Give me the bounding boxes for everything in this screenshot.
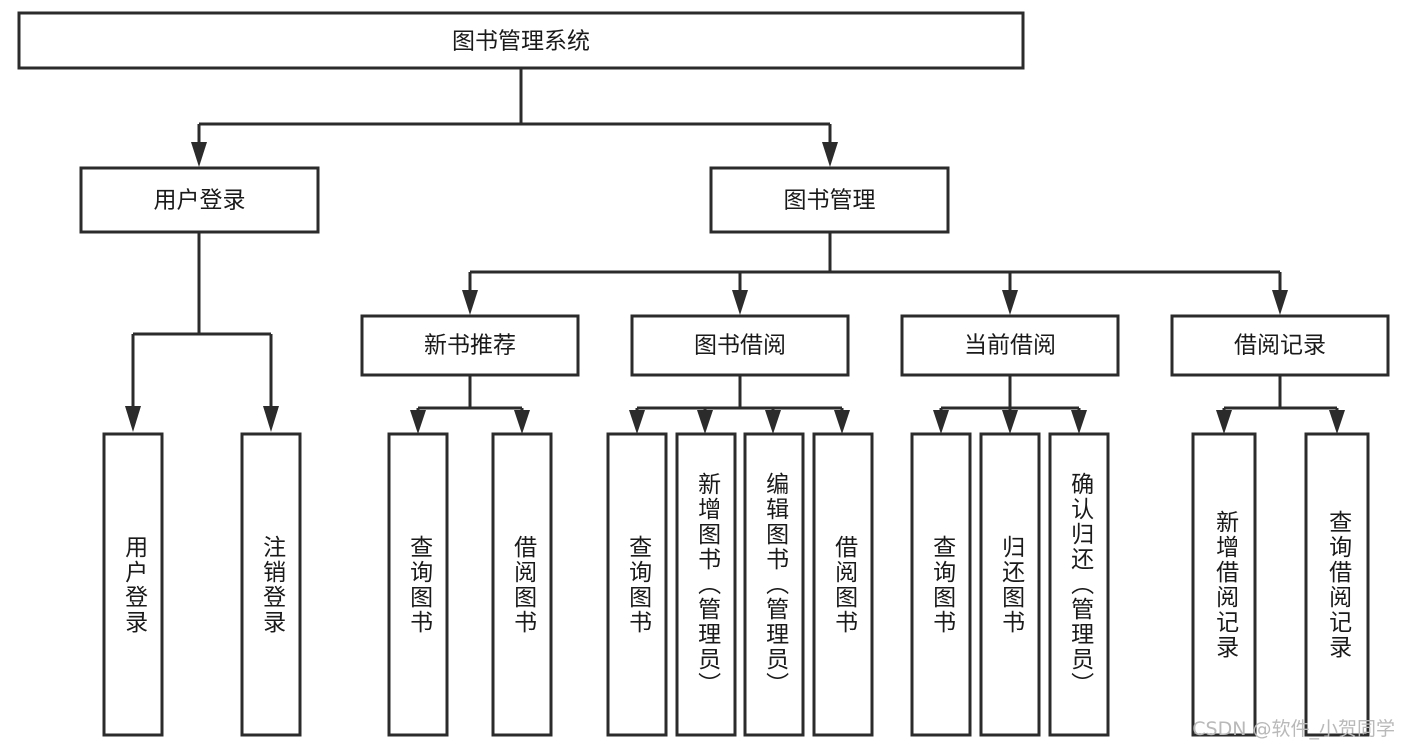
arrow-borrow-leaf4 (834, 410, 850, 434)
arrow-user-leaf1 (125, 406, 141, 432)
arrow-book-to-record (1272, 290, 1288, 315)
leaf-user-login-2[interactable] (240, 432, 302, 737)
node-book-management-label: 图书管理 (784, 188, 876, 214)
connector-group-borrow-record (1216, 375, 1345, 434)
leaf-book-borrow-4[interactable] (812, 432, 874, 737)
connector-group-user-login (125, 232, 279, 432)
node-user-login[interactable] (79, 166, 320, 234)
node-root[interactable] (17, 11, 1025, 70)
connector-group-book-borrow (629, 375, 850, 434)
leaf-borrow-record-2[interactable] (1304, 432, 1370, 737)
connector-group-root (191, 68, 838, 167)
arrow-book-to-new (462, 290, 478, 315)
leaf-new-book-2[interactable] (491, 432, 553, 737)
arrow-record-leaf1 (1216, 410, 1232, 434)
arrow-root-to-book (822, 142, 838, 167)
node-new-book-recommend[interactable] (360, 314, 580, 377)
node-user-login-label: 用户登录 (154, 188, 246, 214)
connector-group-book-mgmt (462, 232, 1288, 315)
connector-group-new-books (410, 375, 530, 434)
node-new-book-recommend-label: 新书推荐 (424, 333, 516, 359)
arrow-current-leaf1 (933, 410, 949, 434)
arrow-borrow-leaf2 (697, 410, 713, 434)
leaf-book-borrow-3[interactable] (743, 432, 805, 737)
arrow-record-leaf2 (1329, 410, 1345, 434)
arrow-new-leaf2 (514, 410, 530, 434)
node-borrow-record-label: 借阅记录 (1234, 333, 1326, 359)
arrow-current-leaf3 (1071, 410, 1087, 434)
node-current-borrow[interactable] (900, 314, 1120, 377)
arrow-new-leaf1 (410, 410, 426, 434)
arrow-borrow-leaf1 (629, 410, 645, 434)
leaf-borrow-record-1[interactable] (1191, 432, 1257, 737)
node-book-borrow-label: 图书借阅 (694, 333, 786, 359)
watermark-text: CSDN @软件_小贺同学 (1192, 718, 1395, 740)
arrow-borrow-leaf3 (765, 410, 781, 434)
leaf-new-book-1[interactable] (387, 432, 449, 737)
leaf-user-login-1[interactable] (102, 432, 164, 737)
node-book-borrow[interactable] (630, 314, 850, 377)
arrow-current-leaf2 (1002, 410, 1018, 434)
node-borrow-record[interactable] (1170, 314, 1390, 377)
node-root-label: 图书管理系统 (452, 29, 590, 55)
arrow-user-leaf2 (263, 406, 279, 432)
leaf-current-borrow-1[interactable] (910, 432, 972, 737)
arrow-book-to-current (1002, 290, 1018, 315)
leaf-current-borrow-2[interactable] (979, 432, 1041, 737)
leaf-current-borrow-3[interactable] (1048, 432, 1110, 737)
leaf-book-borrow-2[interactable] (675, 432, 737, 737)
connector-group-current-borrow (933, 375, 1087, 434)
arrow-root-to-user (191, 142, 207, 167)
node-book-management[interactable] (709, 166, 950, 234)
node-current-borrow-label: 当前借阅 (964, 333, 1056, 359)
leaf-book-borrow-1[interactable] (606, 432, 668, 737)
arrow-book-to-borrow (732, 290, 748, 315)
